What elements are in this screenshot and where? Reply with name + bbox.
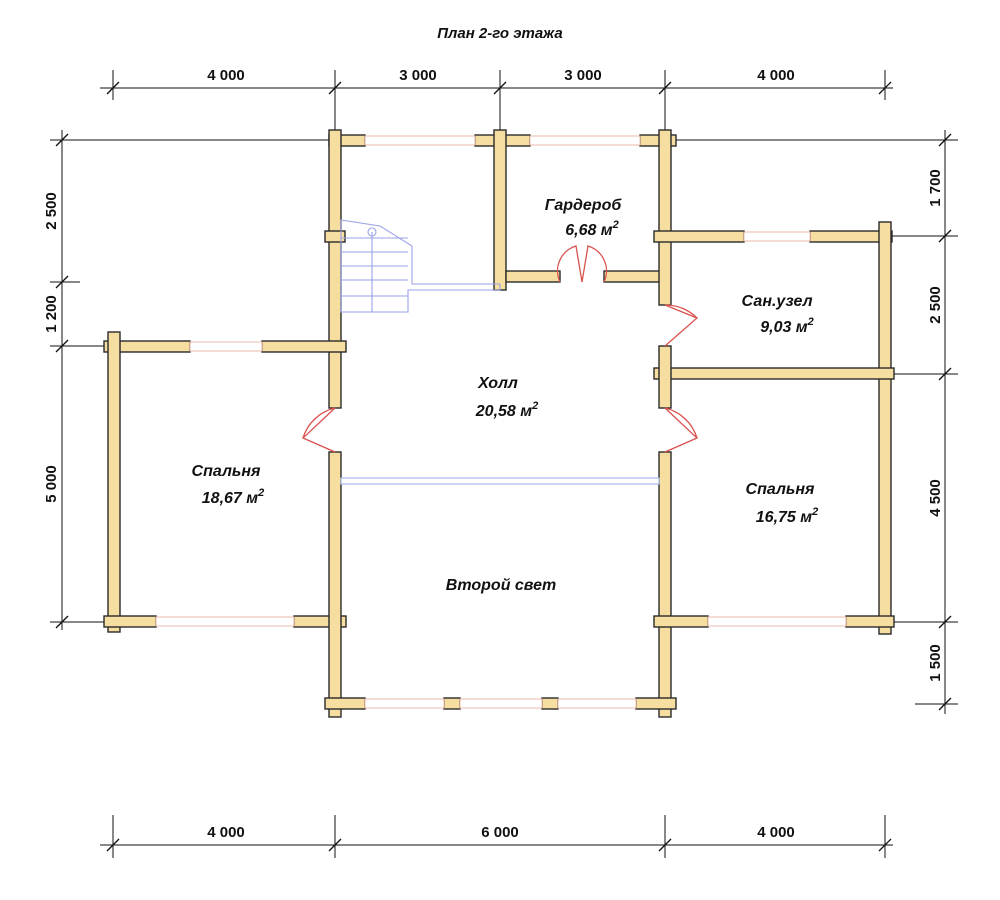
dim-bottom-3: 4 000 — [757, 824, 795, 841]
room-bedroom-left-area: 18,67 м2 — [202, 487, 264, 507]
windows — [155, 135, 847, 709]
dim-left-3: 5 000 — [43, 465, 60, 503]
staircase-icon — [340, 219, 501, 313]
second-light-railing — [340, 477, 660, 485]
dim-right-2: 2 500 — [927, 286, 944, 324]
room-bedroom-right-area: 16,75 м2 — [756, 506, 818, 526]
dim-left-1: 2 500 — [43, 192, 60, 230]
dim-bottom-1: 4 000 — [207, 824, 245, 841]
dim-right-1: 1 700 — [927, 169, 944, 207]
wall-bed-right-bottom-left — [653, 615, 709, 628]
room-bedroom-left-name: Спальня — [192, 463, 262, 480]
room-hall-area: 20,58 м2 — [475, 400, 538, 420]
room-labels: Гардероб 6,68 м2 Сан.узел 9,03 м2 Холл 2… — [192, 197, 819, 594]
wall-joint — [324, 230, 346, 243]
dim-left-2: 1 200 — [43, 295, 60, 333]
room-bathroom-area: 9,03 м2 — [760, 316, 814, 336]
wall-hall-right-mid — [658, 345, 672, 409]
wall-bath-top-left — [653, 230, 745, 243]
room-second-light-name: Второй свет — [446, 577, 556, 594]
wall-bottom-post-1 — [443, 697, 461, 710]
wall-outer-right — [878, 221, 892, 635]
wall-light-right — [658, 451, 672, 718]
dim-right-4: 1 500 — [927, 644, 944, 682]
wall-bottom-right — [635, 697, 677, 710]
bottom-dimension-chain: 4 000 6 000 4 000 — [100, 815, 893, 858]
room-hall-name: Холл — [477, 375, 518, 392]
wall-wardrobe-bottom-right — [603, 270, 665, 283]
wall-wardrobe-right — [658, 129, 672, 306]
room-wardrobe-name: Гардероб — [545, 197, 623, 214]
wall-light-left — [328, 451, 342, 718]
doors — [301, 245, 699, 453]
wall-bed-left-outer — [107, 331, 121, 633]
left-dimension-chain: 2 500 1 200 5 000 — [43, 130, 335, 630]
wall-bottom-left — [324, 697, 366, 710]
wall-bed-left-bottom-left — [103, 615, 157, 628]
dim-top-1: 4 000 — [207, 67, 245, 84]
dim-top-2: 3 000 — [399, 67, 437, 84]
plan-title: План 2-го этажа — [437, 25, 563, 42]
wall-wardrobe-bottom-left — [505, 270, 561, 283]
room-wardrobe-area: 6,68 м2 — [565, 219, 619, 239]
right-dimension-chain: 1 700 2 500 4 500 1 500 — [665, 130, 958, 714]
wall-bed-right-bottom-right — [845, 615, 895, 628]
wall-bed-left-top-right — [261, 340, 347, 353]
walls — [103, 129, 895, 718]
top-dimension-chain: 4 000 3 000 3 000 4 000 — [100, 67, 893, 140]
wall-wardrobe-left — [493, 129, 507, 291]
room-bathroom-name: Сан.узел — [741, 293, 812, 310]
dim-top-3: 3 000 — [564, 67, 602, 84]
wall-bath-bottom — [653, 367, 895, 380]
dim-top-4: 4 000 — [757, 67, 795, 84]
wall-hall-left — [328, 129, 342, 409]
room-bedroom-right-name: Спальня — [746, 481, 816, 498]
dim-right-3: 4 500 — [927, 479, 944, 517]
dim-bottom-2: 6 000 — [481, 824, 519, 841]
wall-bottom-post-2 — [541, 697, 559, 710]
